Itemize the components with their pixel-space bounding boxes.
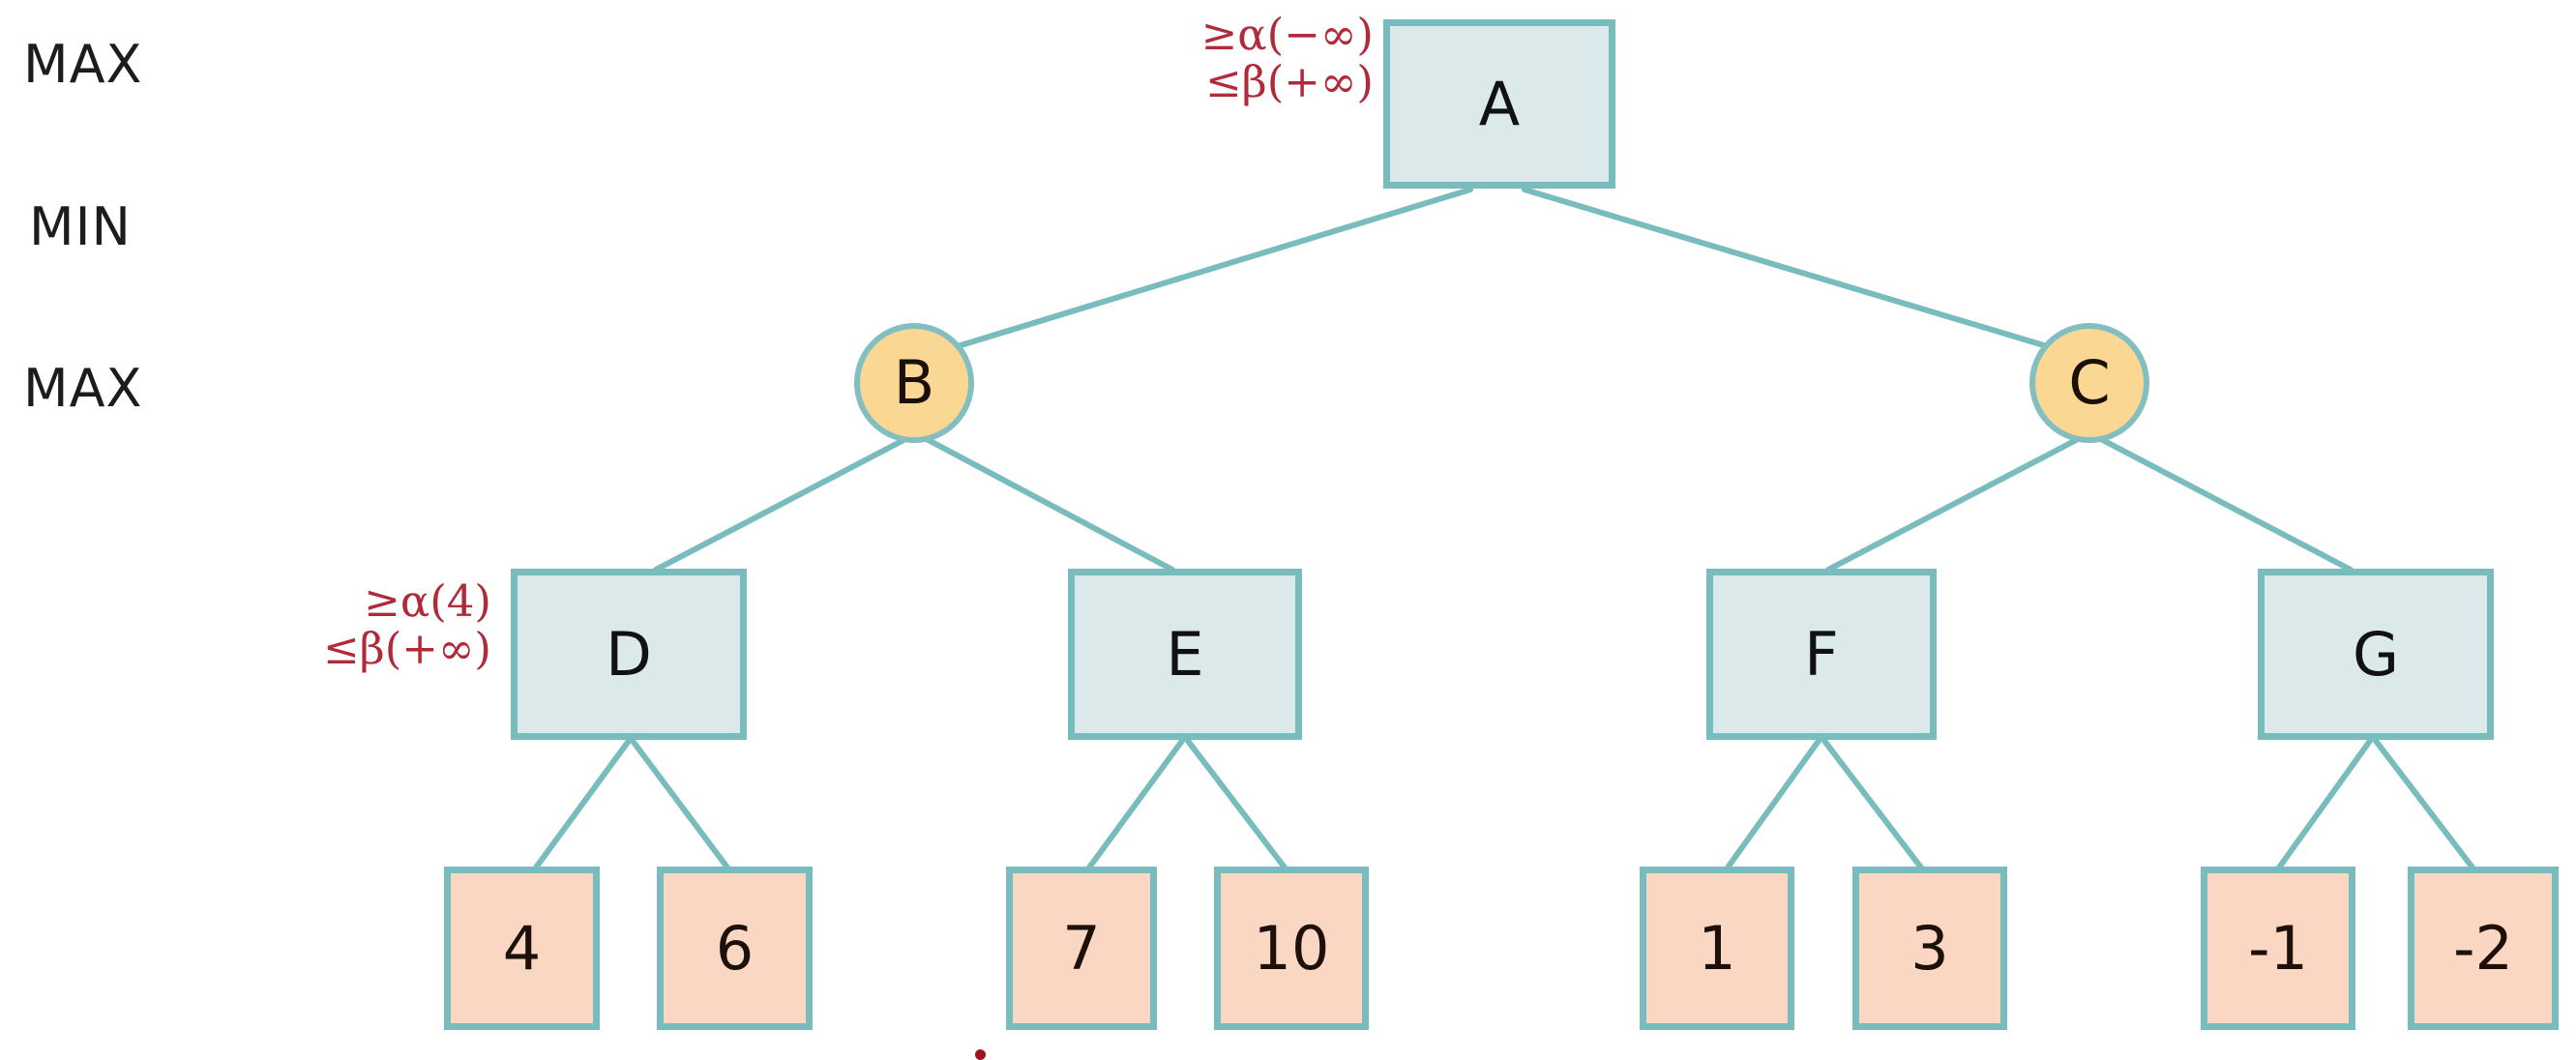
tree-leaf-4[interactable]: 10 <box>1214 867 1369 1030</box>
leaf-value: 3 <box>1910 912 1949 984</box>
tree-leaf-6[interactable]: 3 <box>1852 867 2007 1030</box>
tree-leaf-1[interactable]: 4 <box>444 867 600 1030</box>
tree-edge-f-l6 <box>1821 738 1924 870</box>
leaf-value: 7 <box>1062 912 1101 984</box>
leaf-value: -2 <box>2453 912 2513 984</box>
node-label: B <box>893 347 935 418</box>
tree-node-b[interactable]: B <box>854 323 974 443</box>
beta-bound-line: ≤β(+∞) <box>1204 55 1374 107</box>
tree-leaf-3[interactable]: 7 <box>1006 867 1157 1030</box>
tree-node-c[interactable]: C <box>2029 323 2149 443</box>
node-label: A <box>1478 68 1521 139</box>
tree-edge-e-l3 <box>1086 738 1185 870</box>
tree-node-d[interactable]: D <box>511 569 747 740</box>
tree-leaf-5[interactable]: 1 <box>1640 867 1794 1030</box>
leaf-value: 1 <box>1698 912 1736 984</box>
tree-edge-a-c <box>1522 187 2050 349</box>
tree-edge-d-l1 <box>533 738 632 870</box>
tree-edge-d-l2 <box>630 738 730 870</box>
node-label: C <box>2068 347 2111 418</box>
level-label-min: MIN <box>29 196 132 257</box>
tree-edge-f-l5 <box>1725 738 1821 870</box>
tree-edge-c-f <box>1825 434 2085 573</box>
alpha-beta-annotation-node-d: ≥α(4) ≤β(+∞) <box>240 575 491 674</box>
tree-leaf-8[interactable]: -2 <box>2408 867 2559 1030</box>
tree-node-g[interactable]: G <box>2258 569 2494 740</box>
beta-bound-line: ≤β(+∞) <box>322 622 491 674</box>
tree-leaf-7[interactable]: -1 <box>2201 867 2355 1030</box>
tree-edge-c-g <box>2094 434 2354 573</box>
alpha-bound-line: ≥α(−∞) <box>1200 9 1374 60</box>
tree-node-a[interactable]: A <box>1383 19 1615 189</box>
level-label-max-root: MAX <box>23 34 143 95</box>
tree-edge-b-e <box>920 434 1175 573</box>
stray-red-dot-marker <box>975 1049 986 1060</box>
node-label: D <box>606 618 652 690</box>
tree-edge-e-l4 <box>1185 738 1288 870</box>
tree-edge-g-l8 <box>2373 738 2475 870</box>
tree-edge-g-l7 <box>2276 738 2373 870</box>
tree-edge-a-b <box>955 187 1473 349</box>
tree-leaf-2[interactable]: 6 <box>657 867 813 1030</box>
leaf-value: 10 <box>1253 912 1330 984</box>
node-label: E <box>1166 618 1204 690</box>
tree-node-f[interactable]: F <box>1706 569 1937 740</box>
node-label: G <box>2352 618 2400 690</box>
alpha-beta-annotation-node-a: ≥α(−∞) ≤β(+∞) <box>1122 9 1374 107</box>
tree-node-e[interactable]: E <box>1068 569 1302 740</box>
leaf-value: -1 <box>2248 912 2308 984</box>
node-label: F <box>1804 618 1839 690</box>
leaf-value: 4 <box>502 912 542 984</box>
alpha-bound-line: ≥α(4) <box>364 575 491 627</box>
tree-edge-b-d <box>653 434 912 573</box>
level-label-max-leaf-parents: MAX <box>23 358 143 419</box>
leaf-value: 6 <box>715 912 755 984</box>
